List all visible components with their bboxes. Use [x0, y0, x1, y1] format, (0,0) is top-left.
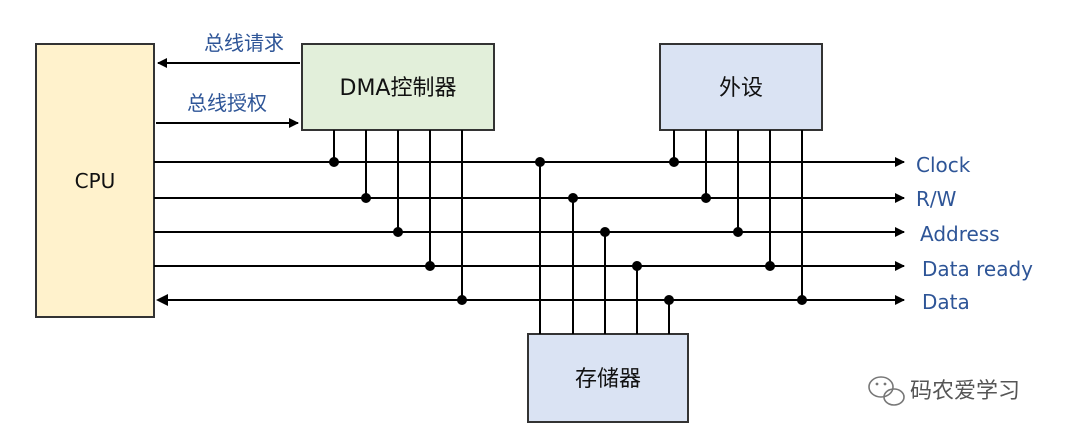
- bus-label-data: Data: [922, 290, 970, 314]
- wechat-icon: [868, 376, 905, 406]
- peripheral-bus-taps: [673, 130, 803, 300]
- junction-dot: [632, 261, 642, 271]
- watermark-text: 码农爱学习: [910, 379, 1020, 404]
- cpu-block: CPU: [35, 43, 155, 318]
- junction-dot: [361, 193, 371, 203]
- bus-labels: Clock R/W Address Data ready Data: [916, 153, 1033, 314]
- junction-dot: [701, 193, 711, 203]
- dma-bus-taps: [333, 130, 463, 300]
- junction-dot: [425, 261, 435, 271]
- junction-dots: [329, 157, 807, 305]
- system-bus: [154, 157, 905, 306]
- memory-bus-taps: [539, 162, 670, 334]
- memory-label: 存储器: [575, 367, 641, 392]
- bus-grant-signal: 总线授权: [156, 91, 299, 128]
- bus-label-address: Address: [920, 222, 1000, 246]
- junction-dot: [600, 227, 610, 237]
- bus-label-data-ready: Data ready: [922, 257, 1033, 281]
- memory-box: [527, 333, 689, 423]
- bus-label-rw: R/W: [916, 187, 957, 211]
- memory-block: 存储器: [527, 333, 689, 423]
- junction-dot: [568, 193, 578, 203]
- junction-dot: [765, 261, 775, 271]
- junction-dot: [329, 157, 339, 167]
- bus-label-clock: Clock: [916, 153, 971, 177]
- cpu-label: CPU: [75, 169, 116, 193]
- dma-controller-box: [301, 43, 495, 131]
- junction-dot: [535, 157, 545, 167]
- peripheral-box: [659, 43, 823, 131]
- junction-dot: [457, 295, 467, 305]
- bus-data-arrow-to-cpu: [156, 294, 168, 306]
- junction-dot: [797, 295, 807, 305]
- junction-dot: [669, 157, 679, 167]
- peripheral-label: 外设: [719, 76, 763, 101]
- watermark: 码农爱学习: [868, 376, 1020, 406]
- junction-dot: [664, 295, 674, 305]
- bus-grant-label: 总线授权: [187, 91, 267, 115]
- bus-request-signal: 总线请求: [157, 31, 300, 68]
- junction-dot: [393, 227, 403, 237]
- dma-controller-block: DMA控制器: [301, 43, 495, 131]
- peripheral-block: 外设: [659, 43, 823, 131]
- cpu-box: [35, 43, 155, 318]
- junction-dot: [733, 227, 743, 237]
- dma-controller-label: DMA控制器: [340, 76, 457, 101]
- bus-request-label: 总线请求: [204, 31, 284, 55]
